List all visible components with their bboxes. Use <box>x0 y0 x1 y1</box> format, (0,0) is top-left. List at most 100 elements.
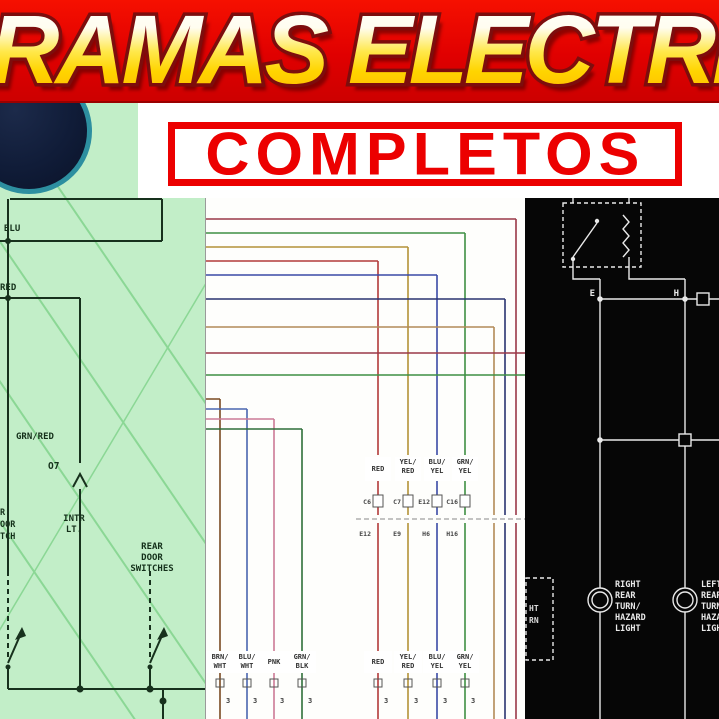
bot-label-grnyel-2: YEL <box>459 662 472 670</box>
top-label-yelred-1: YEL/ <box>400 458 417 466</box>
top-label-red: RED <box>372 465 385 473</box>
top-label-grnyel-1: GRN/ <box>457 458 474 466</box>
mid-wire-labels: RED YEL/ RED BLU/ YEL GRN/ YEL <box>372 458 474 475</box>
terminal-label-h: H <box>674 289 679 299</box>
bot-label-grnyel-1: GRN/ <box>457 653 474 661</box>
white-bg <box>206 103 525 719</box>
connector-boxes <box>372 494 471 508</box>
bot-label-brnwht-1: BRN/ <box>212 653 229 661</box>
left-lamp-line4: HAZARD <box>701 613 719 623</box>
bot-label-red: RED <box>372 658 385 666</box>
rear-door-label-line2: DOOR <box>141 553 163 563</box>
pin-number: 3 <box>280 697 284 705</box>
right-lamp-line3: TURN/ <box>615 602 641 612</box>
left-lamp-line1: LEFT <box>701 580 719 590</box>
pin-numbers: 3 3 3 3 3 3 3 3 <box>226 697 475 705</box>
right-lamp-line5: LIGHT <box>615 624 641 634</box>
green-diagram: BLU RED GRN/RED O7 INTR LT. REAR DOOR SW… <box>0 103 205 719</box>
subtitle-box: COMPLETOS <box>168 122 682 186</box>
left-rear-lamp-icon <box>672 587 698 613</box>
color-diagram: RED YEL/ RED BLU/ YEL GRN/ YEL C6 C7 E12… <box>206 103 525 719</box>
green-bg <box>0 103 205 719</box>
top-label-yelred-2: RED <box>402 467 415 475</box>
cut-connector-labels: HT RN <box>529 604 539 625</box>
bottom-wire-labels: BRN/ WHT BLU/ WHT PNK GRN/ BLK RED YEL/ … <box>212 653 474 670</box>
connector-bottom-2: E9 <box>393 530 401 538</box>
cut-connector-box <box>525 577 554 661</box>
top-label-grnyel-2: YEL <box>459 467 472 475</box>
title-text: GRAMAS ELECTRIC <box>0 0 719 101</box>
connector-top-2: C7 <box>393 498 401 506</box>
color-diagram-panel: RED YEL/ RED BLU/ YEL GRN/ YEL C6 C7 E12… <box>205 103 525 719</box>
relay-coil <box>622 214 630 258</box>
left-lamp-line3: TURN/ <box>701 602 719 612</box>
bot-label-bluyel-1: BLU/ <box>429 653 446 661</box>
bot-label-bluwht-2: WHT <box>241 662 254 670</box>
wire-label-grn-red: GRN/RED <box>16 432 55 442</box>
connector-top-3: E12 <box>418 498 430 506</box>
colored-wires <box>206 218 525 719</box>
top-label-bluyel-1: BLU/ <box>429 458 446 466</box>
connector-ids: C6 C7 E12 C16 E12 E9 H6 H16 <box>359 498 458 538</box>
right-lamp-line4: HAZARD <box>615 613 646 623</box>
cut-connector-line2: RN <box>529 616 539 625</box>
pin-number: 3 <box>414 697 418 705</box>
intr-lt-label-line1: INTR <box>63 514 85 524</box>
left-lamp-label: LEFT REAR TURN/ HAZARD LIGHT <box>701 580 719 634</box>
terminal-label-o7: O7 <box>48 461 59 472</box>
relay-box <box>562 202 642 268</box>
pin-number: 3 <box>253 697 257 705</box>
title-text-outline: GRAMAS ELECTRIC <box>0 0 719 101</box>
connector-bottom-1: E12 <box>359 530 371 538</box>
bot-label-bluwht-1: BLU/ <box>239 653 256 661</box>
rear-door-label-line1: REAR <box>141 542 163 552</box>
right-lamp-line2: REAR <box>615 591 636 601</box>
right-lamp-label: RIGHT REAR TURN/ HAZARD LIGHT <box>615 580 646 634</box>
cut-label-2: OOR <box>0 520 16 530</box>
label-patches <box>206 457 479 673</box>
bot-label-yelred-1: YEL/ <box>400 653 417 661</box>
pin-number: 3 <box>443 697 447 705</box>
wire-label-blu: BLU <box>4 224 20 234</box>
black-diagram: E H RIGHT REAR TURN/ HAZARD LIGHT LEFT R… <box>525 103 719 719</box>
lamp-symbols <box>587 587 698 613</box>
pin-number: 3 <box>471 697 475 705</box>
title-text-group: GRAMAS ELECTRIC GRAMAS ELECTRIC <box>0 0 719 101</box>
pin-symbols <box>215 678 470 688</box>
cut-connector-line1: HT <box>529 604 539 613</box>
rear-door-label-line3: SWITCHES <box>130 564 173 574</box>
bot-label-pnk: PNK <box>268 658 281 666</box>
pin-number: 3 <box>308 697 312 705</box>
black-junction-dots <box>570 218 688 443</box>
green-labels: BLU RED GRN/RED O7 INTR LT. REAR DOOR SW… <box>0 224 174 574</box>
title-banner: GRAMAS ELECTRIC GRAMAS ELECTRIC <box>0 0 719 103</box>
black-diagram-panel: E H RIGHT REAR TURN/ HAZARD LIGHT LEFT R… <box>525 103 719 719</box>
wire-label-red: RED <box>0 283 17 293</box>
connector-top-1: C6 <box>363 498 371 506</box>
cut-label-1: R <box>0 508 6 518</box>
right-lamp-line1: RIGHT <box>615 580 641 590</box>
left-lamp-line5: LIGHT <box>701 624 719 634</box>
cut-label-3: TCH <box>0 532 15 542</box>
left-lamp-line2: REAR <box>701 591 719 601</box>
green-junction-dots <box>5 238 168 705</box>
subtitle-text: COMPLETOS <box>204 120 646 188</box>
bot-label-bluyel-2: YEL <box>431 662 444 670</box>
terminal-label-e: E <box>590 289 595 299</box>
connector-top-4: C16 <box>446 498 458 506</box>
pin-number: 3 <box>226 697 230 705</box>
pin-number: 3 <box>384 697 388 705</box>
black-terminal-labels: E H <box>590 289 679 299</box>
bot-label-brnwht-2: WHT <box>214 662 227 670</box>
top-label-bluyel-2: YEL <box>431 467 444 475</box>
intr-lt-label-line2: LT. <box>66 525 82 535</box>
green-diagram-panel: BLU RED GRN/RED O7 INTR LT. REAR DOOR SW… <box>0 103 205 719</box>
bot-label-yelred-2: RED <box>402 662 415 670</box>
edge-connector-squares <box>678 292 710 447</box>
bot-label-grnblk-2: BLK <box>296 662 309 670</box>
bot-label-grnblk-1: GRN/ <box>294 653 311 661</box>
right-rear-lamp-icon <box>587 587 613 613</box>
black-bg <box>525 103 719 719</box>
connector-bottom-4: H16 <box>446 530 458 538</box>
